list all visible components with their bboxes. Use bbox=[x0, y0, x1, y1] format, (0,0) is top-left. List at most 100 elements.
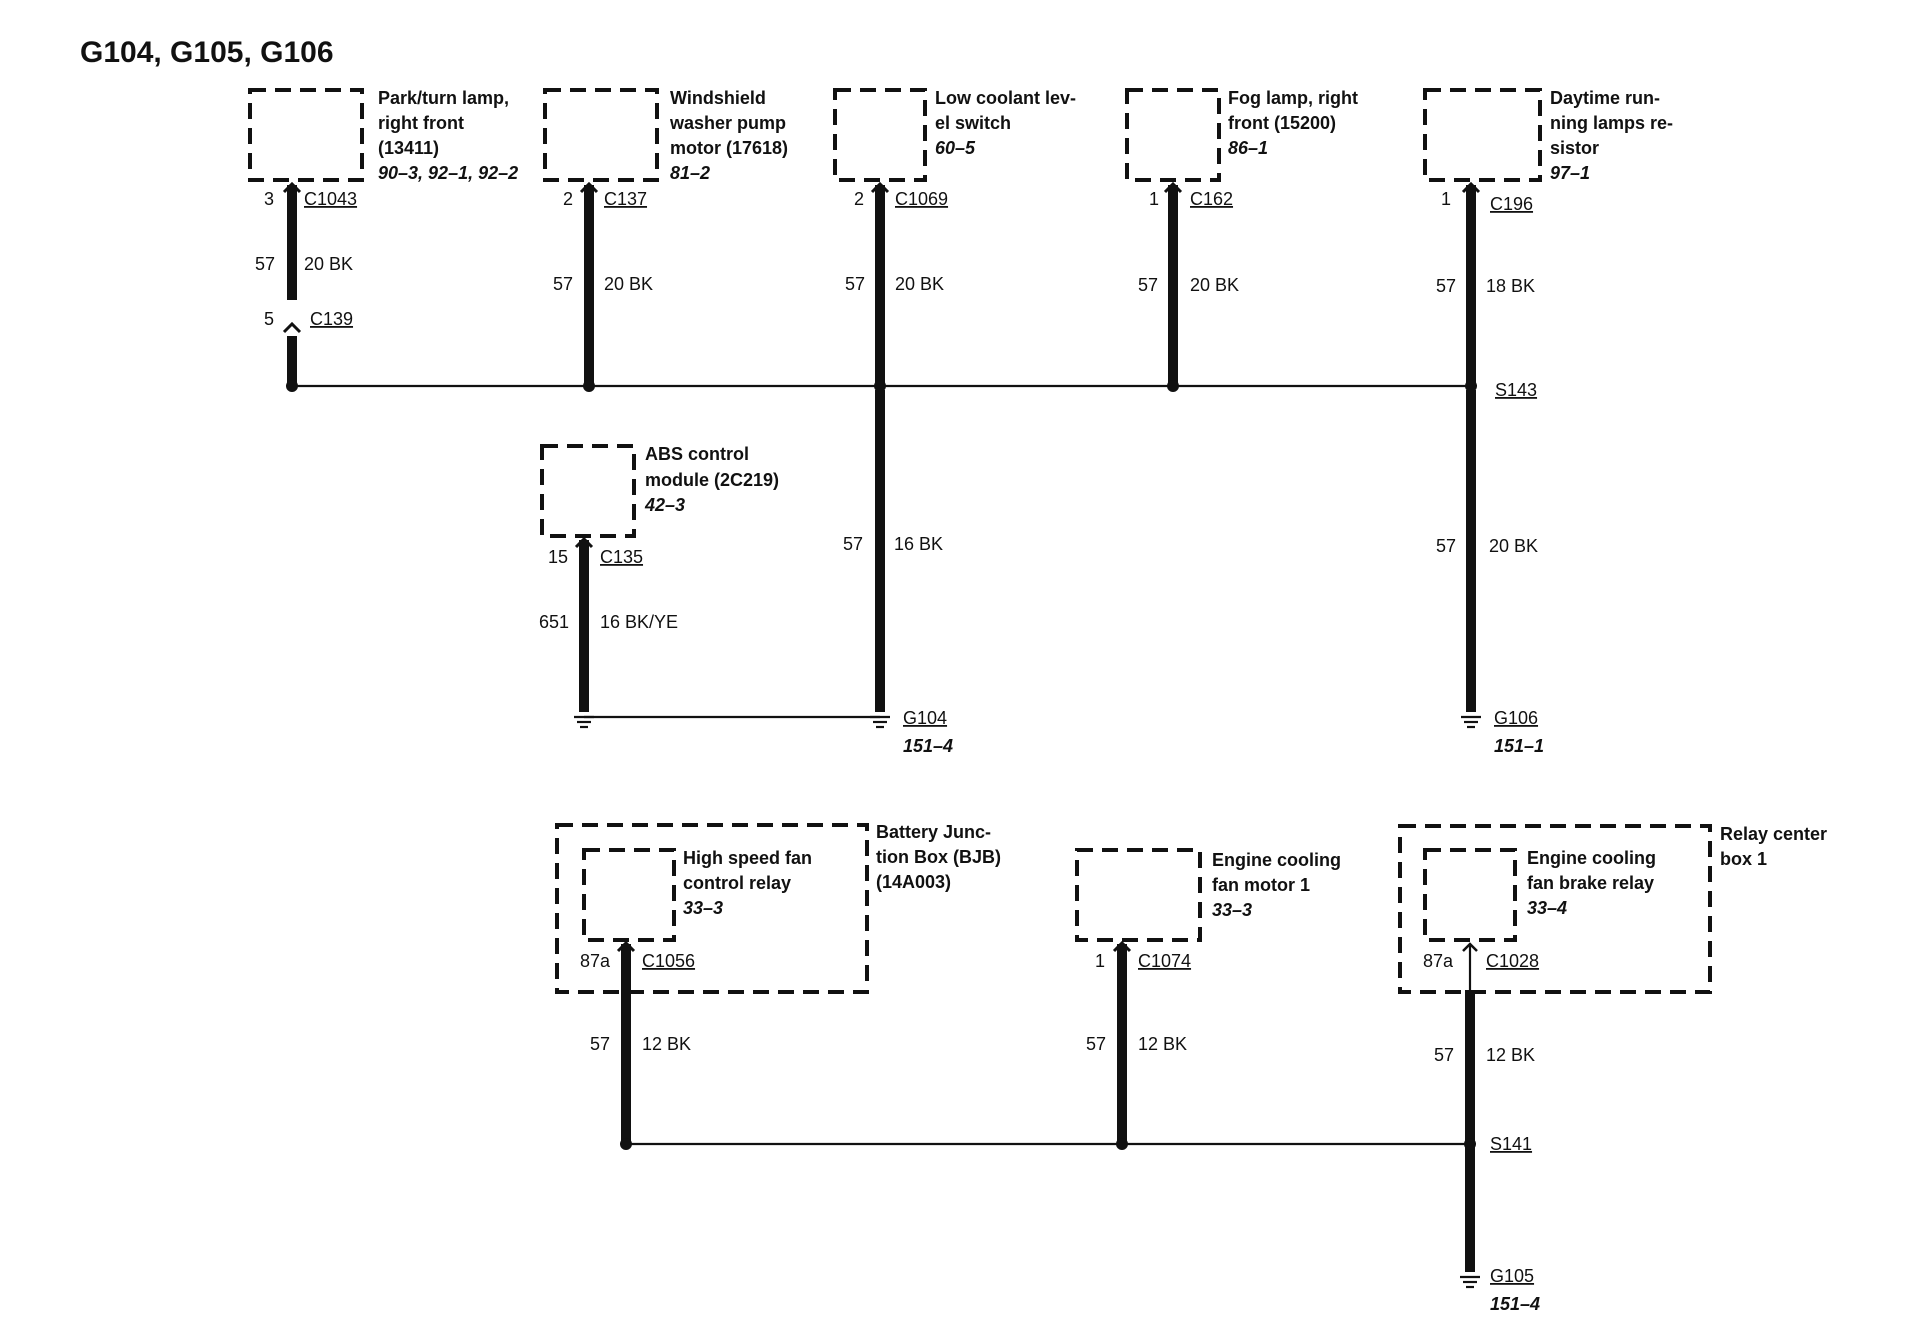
fan-motor-ref: 33–3 bbox=[1212, 900, 1252, 920]
washer-pump-ref: 81–2 bbox=[670, 163, 710, 183]
fog-lamp-ref: 86–1 bbox=[1228, 138, 1268, 158]
ground-symbol-abs bbox=[574, 715, 594, 729]
brake-relay-box bbox=[1423, 848, 1517, 942]
wire-4-gauge: 20 BK bbox=[1190, 275, 1239, 295]
bjb-label-1: Battery Junc- bbox=[876, 822, 991, 842]
park-turn-lamp-ref: 90–3, 92–1, 92–2 bbox=[378, 163, 518, 183]
abs-module-label-1: ABS control bbox=[645, 444, 749, 464]
connector-arrow-c1056 bbox=[616, 940, 636, 953]
splice-dot-s143 bbox=[1465, 380, 1477, 392]
junction-dot-3 bbox=[874, 380, 886, 392]
splice-s141: S141 bbox=[1490, 1134, 1532, 1154]
washer-pump-label-3: motor (17618) bbox=[670, 138, 788, 158]
connector-c135: C135 bbox=[600, 547, 643, 567]
pin-c135: 15 bbox=[548, 547, 568, 567]
connector-c139: C139 bbox=[310, 309, 353, 329]
junction-dot-1 bbox=[286, 380, 298, 392]
connector-arrow-c1074 bbox=[1112, 940, 1132, 953]
wire-7-circuit: 57 bbox=[1436, 536, 1456, 556]
wire-8-circuit: 651 bbox=[539, 612, 569, 632]
relay-center-label-1: Relay center bbox=[1720, 824, 1827, 844]
brake-relay-label-2: fan brake relay bbox=[1527, 873, 1654, 893]
fog-lamp-label-1: Fog lamp, right bbox=[1228, 88, 1358, 108]
wire-5-gauge: 18 BK bbox=[1486, 276, 1535, 296]
park-turn-lamp-label-1: Park/turn lamp, bbox=[378, 88, 509, 108]
connector-c1056: C1056 bbox=[642, 951, 695, 971]
pin-c1043: 3 bbox=[264, 189, 274, 209]
drl-resistor-label-1: Daytime run- bbox=[1550, 88, 1660, 108]
pin-c1056: 87a bbox=[580, 951, 611, 971]
washer-pump-box bbox=[543, 88, 659, 182]
low-coolant-label-2: el switch bbox=[935, 113, 1011, 133]
abs-module-label-2: module (2C219) bbox=[645, 470, 779, 490]
washer-pump-label-1: Windshield bbox=[670, 88, 766, 108]
fan-motor-label-1: Engine cooling bbox=[1212, 850, 1341, 870]
wire-11-circuit: 57 bbox=[1434, 1045, 1454, 1065]
connector-c1069: C1069 bbox=[895, 189, 948, 209]
fan-motor-label-2: fan motor 1 bbox=[1212, 875, 1310, 895]
connector-arrow-c1043 bbox=[282, 181, 302, 194]
connector-arrow-c196 bbox=[1461, 181, 1481, 194]
pin-c1069: 2 bbox=[854, 189, 864, 209]
ground-g104: G104 bbox=[903, 708, 947, 728]
wire-7-gauge: 20 BK bbox=[1489, 536, 1538, 556]
relay-center-box bbox=[1398, 824, 1712, 994]
low-coolant-label-1: Low coolant lev- bbox=[935, 88, 1076, 108]
wire-1-gauge: 20 BK bbox=[304, 254, 353, 274]
wire-10-gauge: 12 BK bbox=[1138, 1034, 1187, 1054]
brake-relay-label-1: Engine cooling bbox=[1527, 848, 1656, 868]
wire-6-gauge: 16 BK bbox=[894, 534, 943, 554]
park-turn-lamp-box bbox=[248, 88, 364, 182]
bjb-label-3: (14A003) bbox=[876, 872, 951, 892]
low-coolant-box bbox=[833, 88, 927, 182]
wire-3-gauge: 20 BK bbox=[895, 274, 944, 294]
connector-c162: C162 bbox=[1190, 189, 1233, 209]
ground-g105-ref: 151–4 bbox=[1490, 1294, 1540, 1314]
pin-c137: 2 bbox=[563, 189, 573, 209]
bjb-label-2: tion Box (BJB) bbox=[876, 847, 1001, 867]
wire-1-circuit: 57 bbox=[255, 254, 275, 274]
ground-g104-ref: 151–4 bbox=[903, 736, 953, 756]
connector-arrow-c139 bbox=[282, 321, 302, 334]
wire-10-circuit: 57 bbox=[1086, 1034, 1106, 1054]
connector-arrow-c162 bbox=[1163, 181, 1183, 194]
junction-dot-6 bbox=[1116, 1138, 1128, 1150]
wire-11-gauge: 12 BK bbox=[1486, 1045, 1535, 1065]
splice-dot-s141 bbox=[1464, 1138, 1476, 1150]
hs-fan-relay-box bbox=[582, 848, 676, 942]
pin-c1074: 1 bbox=[1095, 951, 1105, 971]
junction-dot-5 bbox=[620, 1138, 632, 1150]
wire-8-gauge: 16 BK/YE bbox=[600, 612, 678, 632]
connector-arrow-c137 bbox=[579, 181, 599, 194]
splice-s143: S143 bbox=[1495, 380, 1537, 400]
pin-c162: 1 bbox=[1149, 189, 1159, 209]
hs-fan-relay-ref: 33–3 bbox=[683, 898, 723, 918]
wire-9-circuit: 57 bbox=[590, 1034, 610, 1054]
bjb-box bbox=[555, 823, 869, 994]
ground-symbol-g104 bbox=[870, 715, 890, 729]
drl-resistor-label-2: ning lamps re- bbox=[1550, 113, 1673, 133]
low-coolant-ref: 60–5 bbox=[935, 138, 976, 158]
fan-motor-box bbox=[1075, 848, 1202, 942]
pin-c196: 1 bbox=[1441, 189, 1451, 209]
washer-pump-label-2: washer pump bbox=[669, 113, 786, 133]
park-turn-lamp-label-3: (13411) bbox=[378, 138, 439, 158]
wire-5-circuit: 57 bbox=[1436, 276, 1456, 296]
ground-symbol-g106 bbox=[1461, 715, 1481, 729]
drl-resistor-label-3: sistor bbox=[1550, 138, 1599, 158]
connector-arrow-c135 bbox=[574, 536, 594, 549]
wire-6-circuit: 57 bbox=[843, 534, 863, 554]
wire-3-circuit: 57 bbox=[845, 274, 865, 294]
drl-resistor-ref: 97–1 bbox=[1550, 163, 1590, 183]
brake-relay-ref: 33–4 bbox=[1527, 898, 1567, 918]
connector-arrow-c1069 bbox=[870, 181, 890, 194]
wire-4-circuit: 57 bbox=[1138, 275, 1158, 295]
wire-2-circuit: 57 bbox=[553, 274, 573, 294]
connector-c1028: C1028 bbox=[1486, 951, 1539, 971]
pin-c1028: 87a bbox=[1423, 951, 1454, 971]
drl-resistor-box bbox=[1423, 88, 1542, 182]
junction-dot-4 bbox=[1167, 380, 1179, 392]
fog-lamp-box bbox=[1125, 88, 1221, 182]
abs-module-box bbox=[540, 444, 636, 538]
